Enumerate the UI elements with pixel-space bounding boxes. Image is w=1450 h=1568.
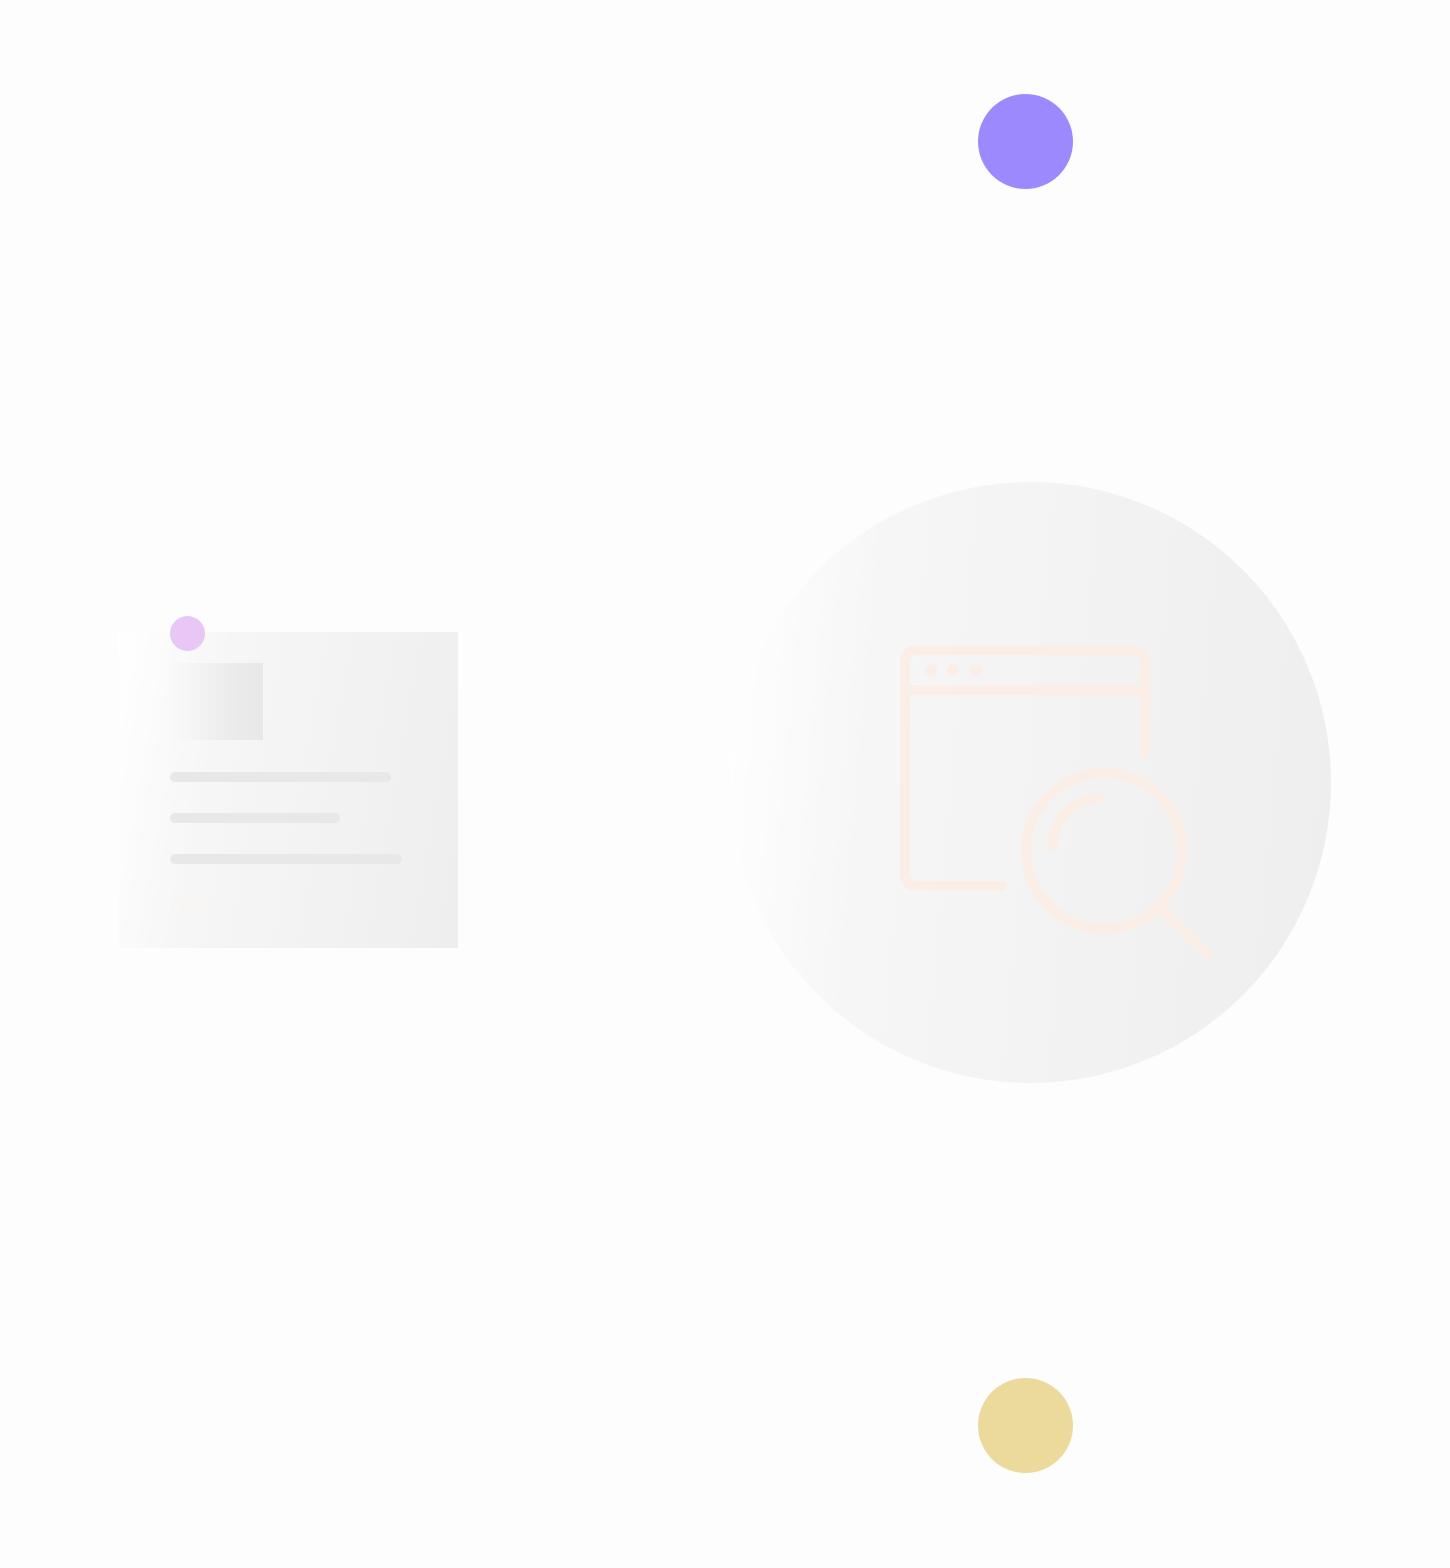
purple-dot — [978, 94, 1073, 189]
icon-circle — [730, 482, 1331, 1083]
gold-dot — [978, 1378, 1073, 1473]
ad-card-thumbnail — [168, 663, 263, 740]
ad-card-text-line — [170, 854, 402, 864]
ad-badge: AD — [170, 888, 202, 913]
browser-search-icon — [900, 645, 1213, 959]
ad-card-text-line — [170, 813, 340, 823]
lilac-dot — [170, 616, 205, 651]
ad-card-text-line — [170, 772, 391, 782]
